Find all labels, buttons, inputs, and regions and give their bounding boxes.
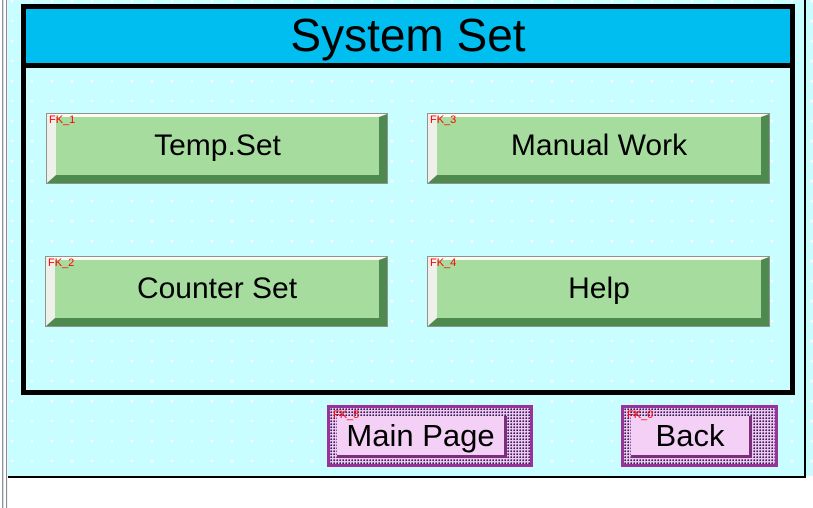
hmi-screen-canvas [8, 0, 813, 476]
button-face: Back [631, 416, 752, 458]
fk-tag: FK_3 [430, 114, 457, 126]
fk-tag: FK_4 [430, 257, 457, 269]
button-label: Back [655, 418, 725, 453]
screen-boundary-bottom [8, 476, 806, 478]
button-face: Manual Work [427, 113, 770, 184]
fk-button-help[interactable]: FK_4 Help [427, 256, 770, 327]
button-face: Counter Set [45, 256, 388, 327]
button-label: Temp.Set [154, 129, 281, 162]
button-label: Help [568, 272, 630, 305]
fk-tag: FK_0 [627, 409, 654, 421]
fk-button-temp-set[interactable]: FK_1 Temp.Set [46, 113, 388, 184]
nav-button-back[interactable]: FK_0 Back [621, 405, 778, 467]
button-face: Temp.Set [46, 113, 388, 184]
button-label: Manual Work [510, 129, 688, 162]
button-label: Main Page [346, 418, 495, 453]
button-label: Counter Set [136, 272, 298, 305]
fk-tag: FK_1 [49, 114, 76, 126]
fk-tag: FK_5 [333, 409, 360, 421]
main-frame: System Set [21, 4, 795, 395]
button-face: Main Page [337, 416, 507, 458]
below-screen-area [8, 478, 813, 508]
fk-button-counter-set[interactable]: FK_2 Counter Set [45, 256, 388, 327]
title-bar: System Set [26, 9, 790, 68]
nav-button-main-page[interactable]: FK_5 Main Page [327, 405, 533, 467]
screen-boundary-right [804, 0, 806, 478]
page-title: System Set [290, 9, 526, 61]
left-window-rail [0, 0, 8, 508]
fk-tag: FK_2 [48, 257, 75, 269]
button-face: Help [427, 256, 770, 327]
fk-button-manual-work[interactable]: FK_3 Manual Work [427, 113, 770, 184]
